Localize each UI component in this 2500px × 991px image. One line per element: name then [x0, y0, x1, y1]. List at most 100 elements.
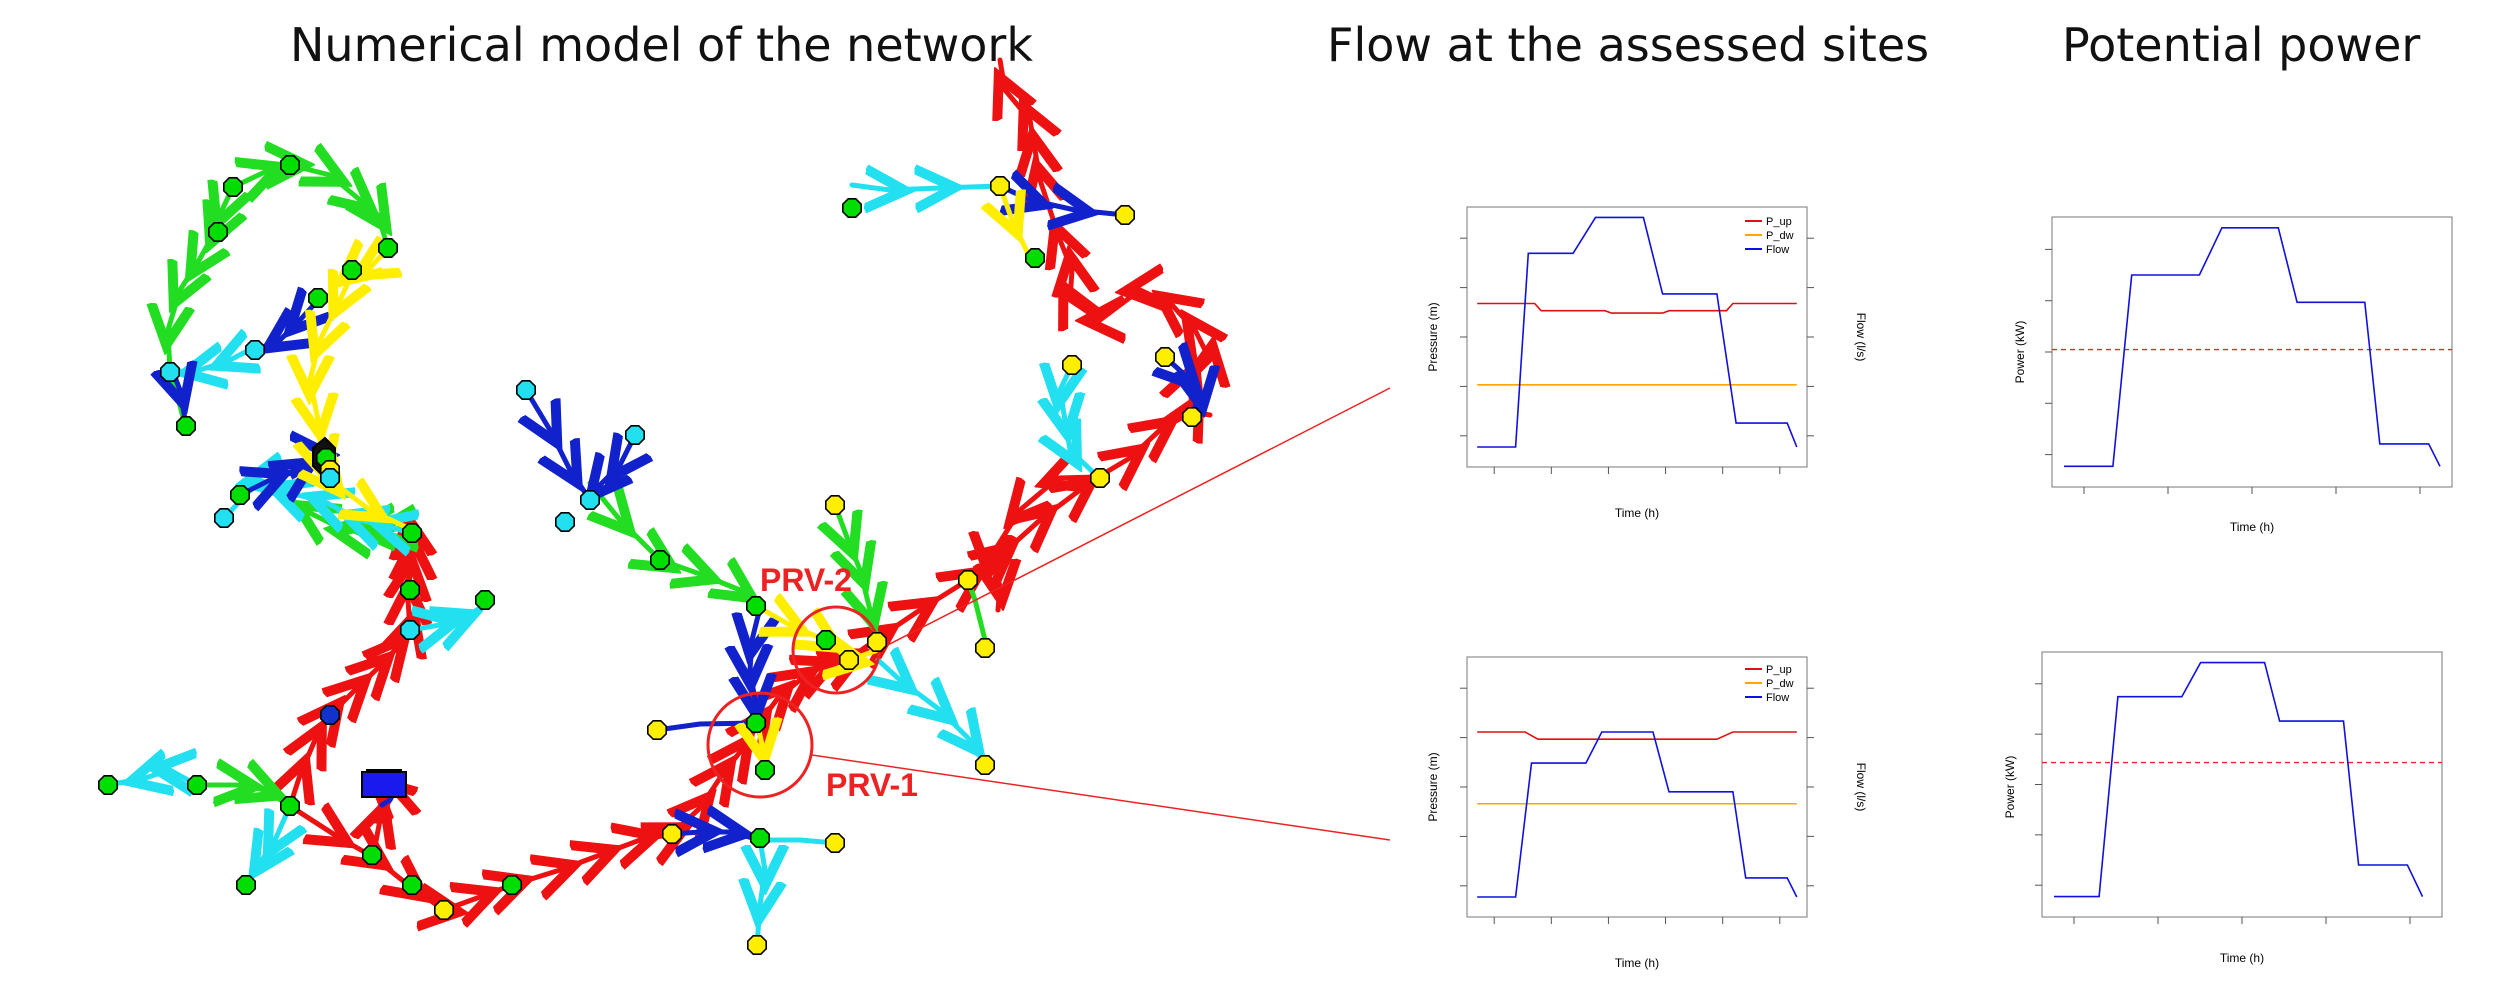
pipe-blue	[590, 435, 635, 500]
network-model-diagram: PRV-2 PRV-1	[98, 57, 1391, 956]
network-node-green	[745, 595, 767, 617]
network-node-green	[223, 177, 243, 197]
network-node-cyan	[579, 489, 601, 511]
network-node-green	[474, 589, 496, 611]
network-node-green	[236, 874, 256, 896]
network-node-yellow	[974, 637, 996, 659]
power-line	[2064, 226, 2441, 468]
power-chart-prv1: Power (kW) Time (h)	[2003, 651, 2443, 965]
network-node-green	[187, 774, 207, 796]
prv-2-leader-line	[877, 387, 1391, 651]
pipe-cyan	[757, 837, 838, 846]
legend-p-dw: P_dw	[1766, 230, 1794, 242]
network-node-blue	[319, 704, 341, 726]
pipe-cyan	[1060, 365, 1101, 480]
x-axis-label: Time (h)	[2220, 951, 2264, 965]
network-node-cyan	[399, 619, 421, 641]
legend: P_up P_dw Flow	[1745, 664, 1794, 704]
network-node-green	[307, 287, 329, 309]
pipe-cyan	[105, 770, 200, 785]
y-axis-label-pressure: Pressure (m)	[1426, 302, 1440, 371]
network-model-heading: Numerical model of the network	[290, 18, 1033, 72]
network-node-green	[230, 484, 250, 506]
axis-ticks	[2035, 683, 2411, 924]
network-node-yellow	[838, 649, 860, 671]
network-node-cyan	[214, 507, 234, 529]
network-node-green	[361, 844, 383, 866]
y-axis-label-flow: Flow (l/s)	[1854, 313, 1868, 362]
flow-line	[1477, 216, 1798, 448]
network-node-green	[754, 759, 776, 781]
network-node-cyan	[319, 467, 341, 489]
network-node-green	[98, 774, 118, 796]
y-axis-label-flow: Flow (l/s)	[1854, 763, 1868, 812]
network-node-green	[341, 259, 363, 281]
pipe-blue	[654, 720, 759, 733]
legend: P_up P_dw Flow	[1745, 216, 1794, 256]
y-axis-label: Power (kW)	[2013, 321, 2027, 384]
network-node-green	[377, 238, 399, 259]
flow-line	[1477, 731, 1798, 898]
legend-p-up: P_up	[1766, 216, 1792, 228]
network-node-cyan	[245, 339, 266, 361]
legend-p-up: P_up	[1766, 664, 1792, 676]
network-node-green	[649, 549, 671, 571]
network-node-yellow	[1115, 205, 1135, 225]
pipe-green	[230, 165, 388, 251]
network-node-cyan	[515, 379, 537, 401]
prv-1-label: PRV-1	[826, 767, 918, 803]
pipe-blue	[669, 832, 763, 840]
network-node-yellow	[646, 719, 668, 741]
pipe-red	[1000, 57, 1210, 477]
pipe-blue	[252, 298, 320, 350]
pipe-red	[290, 525, 413, 809]
legend-p-dw: P_dw	[1766, 678, 1794, 690]
power-line	[2054, 661, 2424, 898]
pipe-cyan	[407, 602, 488, 630]
network-node-green	[401, 522, 423, 544]
network-node-yellow	[1090, 467, 1110, 489]
flow-chart-prv1: P_up P_dw Flow Pressure (m) Flow (l/s) T…	[1426, 656, 1868, 970]
flow-sites-heading: Flow at the assessed sites	[1327, 18, 1930, 72]
network-node-yellow	[824, 494, 846, 516]
network-node-yellow	[661, 823, 683, 845]
plot-frame	[1466, 656, 1808, 918]
network-node-green	[401, 874, 423, 896]
network-node-green	[749, 827, 771, 849]
pipe-green	[590, 480, 755, 608]
flow-chart-prv2: P_up P_dw Flow Pressure (m) Flow (l/s) T…	[1426, 206, 1868, 520]
network-node-green	[1025, 248, 1045, 269]
plot-frame	[2051, 216, 2453, 488]
network-node-green	[841, 198, 863, 218]
network-node-yellow	[974, 754, 996, 776]
pipe-cyan	[878, 660, 988, 768]
network-node-green	[399, 579, 421, 601]
pipe-cyan	[849, 185, 1003, 190]
pipe-blue	[750, 605, 760, 723]
plot-frame	[2041, 651, 2443, 918]
network-node-green	[815, 629, 837, 651]
pipe-green	[168, 187, 233, 375]
plot-frame	[1466, 206, 1808, 468]
y-axis-label-pressure: Pressure (m)	[1426, 752, 1440, 821]
pipe-blue	[526, 387, 593, 503]
axis-ticks	[1460, 237, 1814, 474]
network-nodes	[98, 155, 1202, 956]
legend-flow: Flow	[1766, 692, 1789, 704]
potential-power-heading: Potential power	[2062, 18, 2421, 72]
reservoir-icon	[361, 771, 407, 798]
pipe-red	[990, 477, 1101, 613]
axis-ticks	[2045, 248, 2421, 494]
axis-ticks	[1460, 687, 1814, 924]
pipe-blue	[997, 186, 1128, 215]
network-node-green	[176, 415, 196, 437]
power-chart-prv2: Power (kW) Time (h)	[2013, 216, 2453, 534]
network-node-green	[501, 874, 523, 896]
network-node-yellow	[957, 569, 979, 591]
x-axis-label: Time (h)	[2230, 520, 2274, 534]
network-node-cyan	[160, 361, 180, 383]
network-node-yellow	[433, 899, 455, 921]
y-axis-label: Power (kW)	[2003, 756, 2017, 819]
network-node-yellow	[746, 934, 768, 956]
x-axis-label: Time (h)	[1615, 956, 1659, 970]
